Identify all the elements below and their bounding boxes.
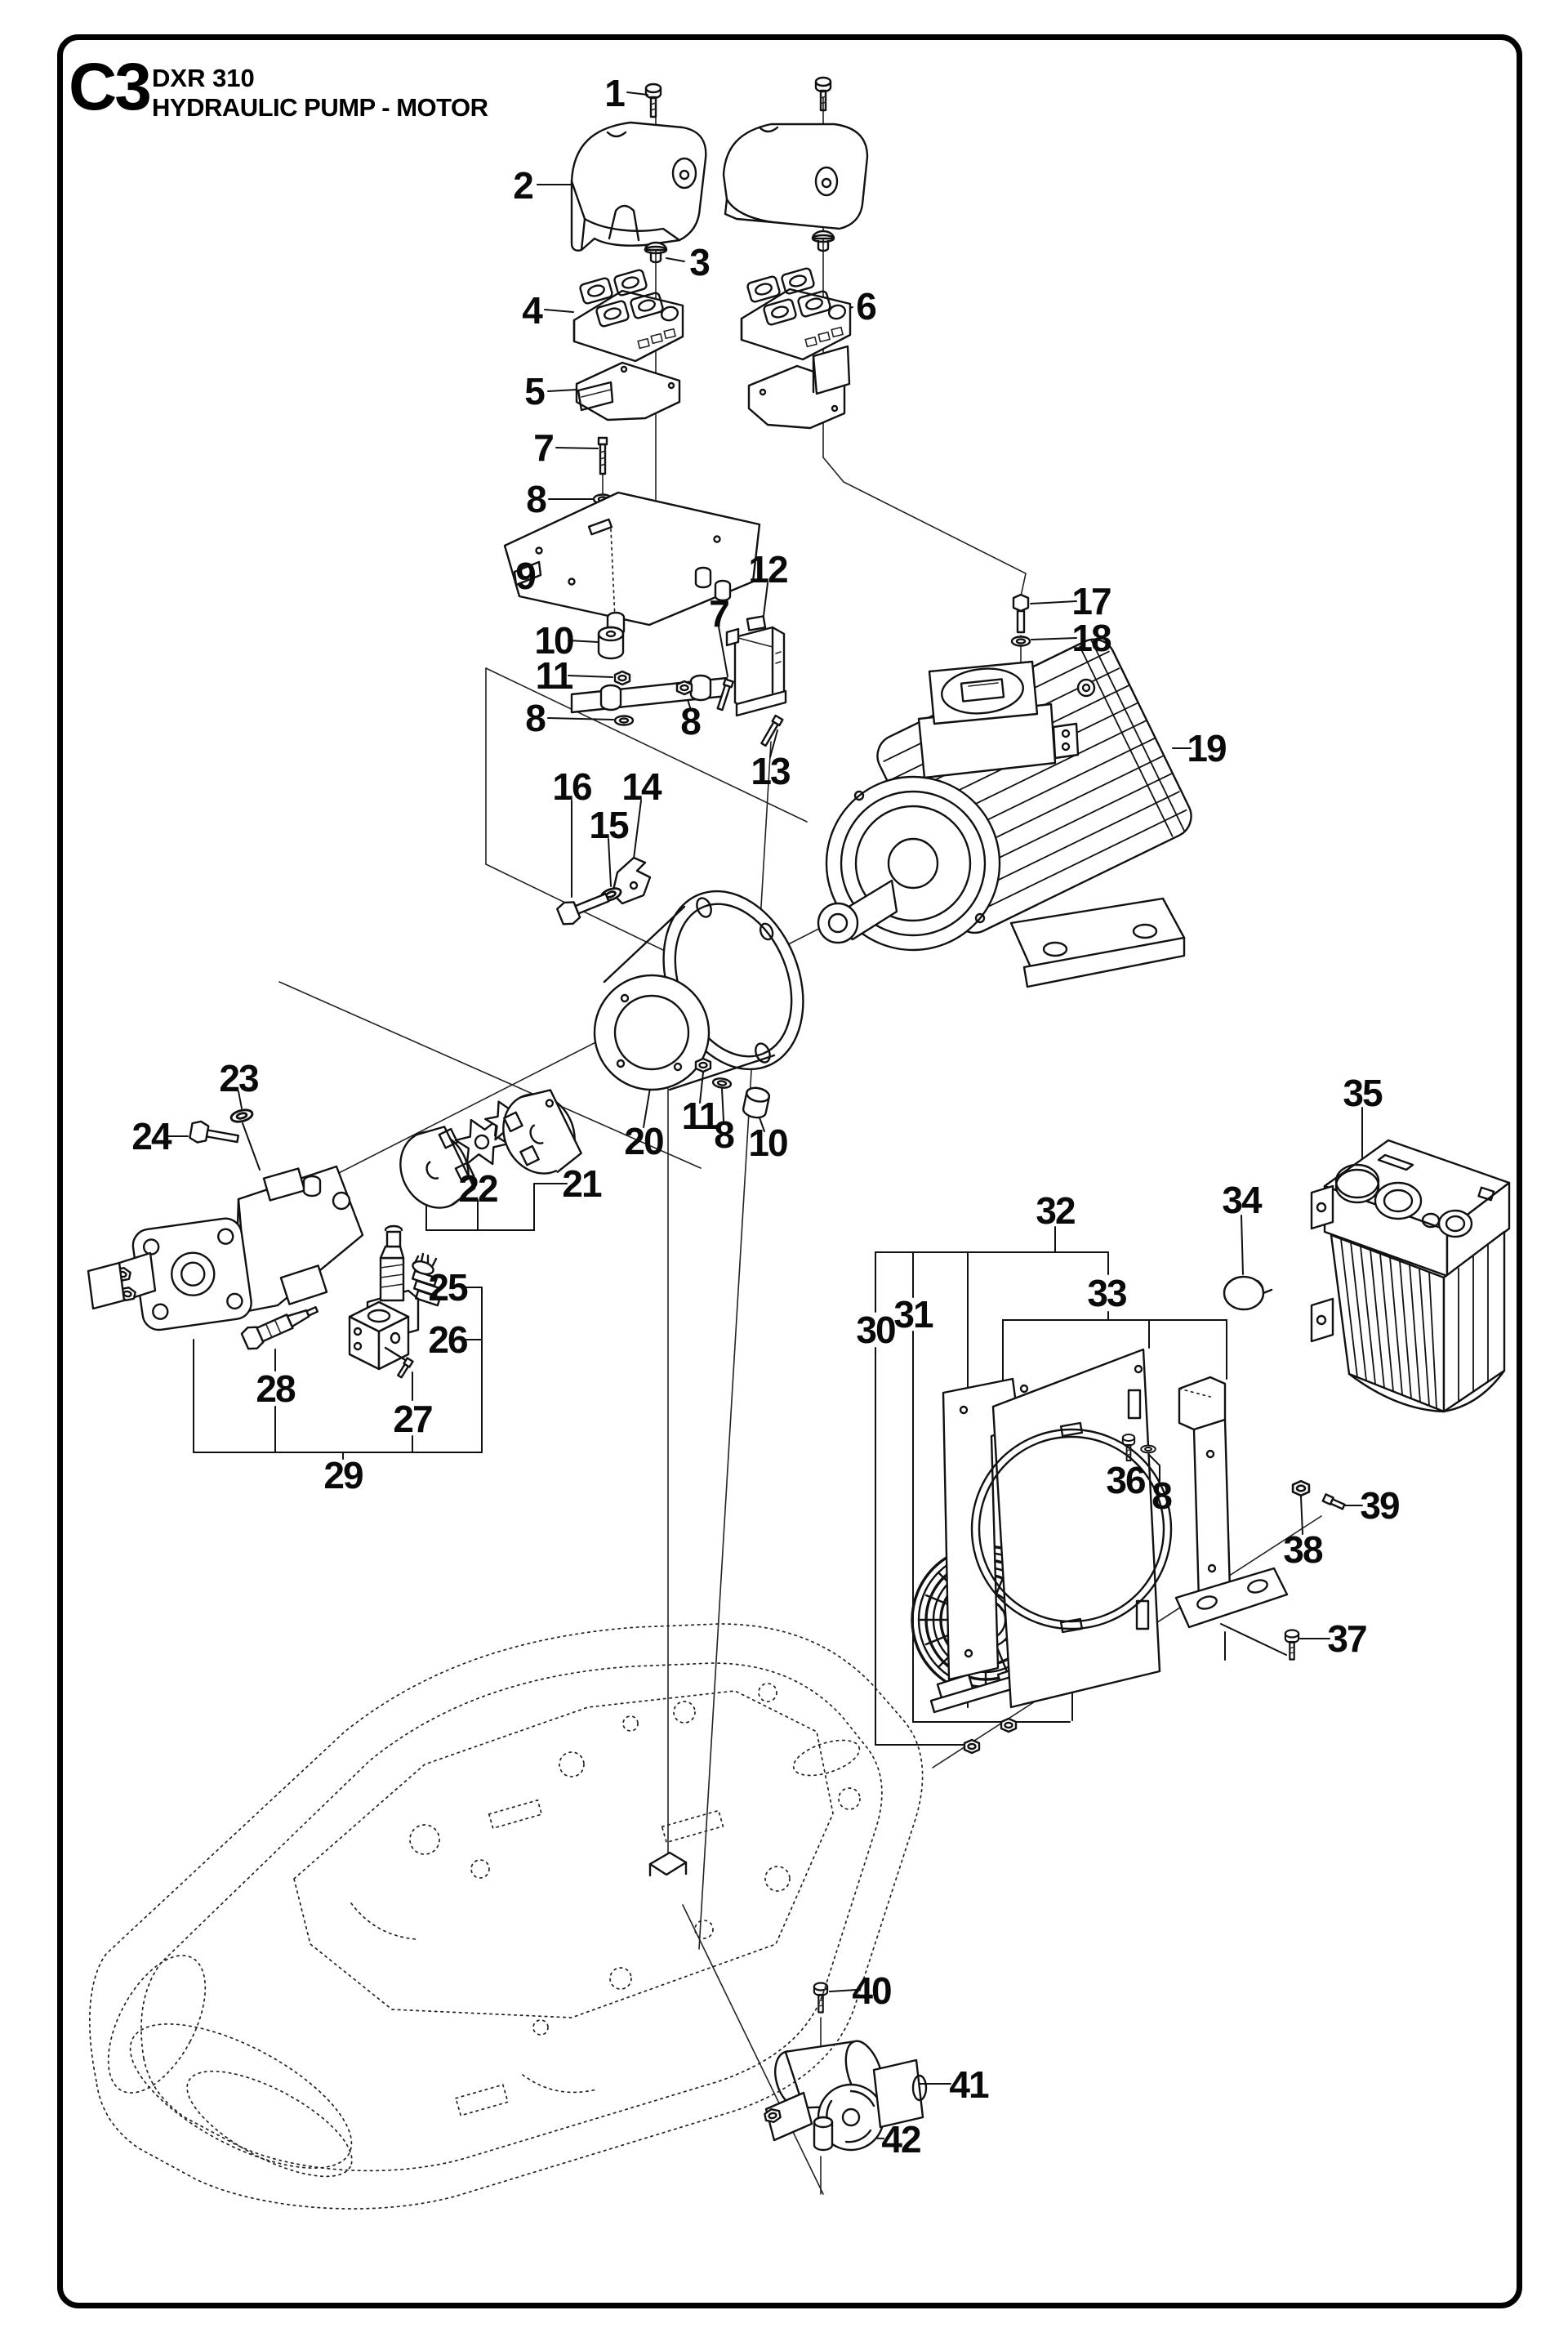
chassis-phantom bbox=[88, 1623, 924, 2210]
callout-23: 23 bbox=[219, 1057, 259, 1099]
cap-34 bbox=[1223, 1275, 1273, 1311]
callout-13: 13 bbox=[751, 750, 791, 792]
callout-26: 26 bbox=[428, 1318, 468, 1361]
washer-23 bbox=[229, 1106, 255, 1126]
isolator-rail bbox=[570, 674, 734, 714]
screw-37 bbox=[1284, 1629, 1300, 1661]
terminal-block-6 bbox=[740, 267, 852, 361]
callout-12: 12 bbox=[748, 548, 788, 591]
isolator-bushing-10 bbox=[597, 626, 635, 726]
gasket-5-left bbox=[575, 361, 681, 421]
hydraulic-pump-29 bbox=[87, 1165, 364, 1331]
callout-9: 9 bbox=[515, 555, 537, 597]
electric-motor-19 bbox=[817, 638, 1192, 988]
screw-39 bbox=[1321, 1493, 1346, 1510]
callout-41: 41 bbox=[949, 2063, 989, 2106]
callout-42: 42 bbox=[881, 2118, 921, 2161]
callout-22: 22 bbox=[458, 1167, 498, 1210]
manifold-26 bbox=[348, 1300, 410, 1371]
callout-6: 6 bbox=[856, 285, 877, 328]
mounting-plate-9 bbox=[503, 491, 761, 637]
callout-7: 7 bbox=[533, 426, 555, 469]
callout-15: 15 bbox=[589, 804, 629, 846]
callout-21: 21 bbox=[562, 1162, 602, 1205]
callout-37: 37 bbox=[1327, 1617, 1367, 1660]
callout-10: 10 bbox=[534, 619, 574, 662]
callout-7: 7 bbox=[709, 592, 730, 635]
terminal-block-4 bbox=[572, 269, 684, 363]
callout-35: 35 bbox=[1343, 1072, 1383, 1114]
callout-40: 40 bbox=[852, 1969, 892, 2012]
callout-11: 11 bbox=[535, 654, 574, 697]
callout-34: 34 bbox=[1222, 1179, 1262, 1221]
callout-8: 8 bbox=[680, 700, 702, 743]
pump-cover-left bbox=[570, 121, 707, 252]
oil-cooler-35 bbox=[1310, 1139, 1511, 1413]
callout-5: 5 bbox=[524, 370, 546, 413]
callout-33: 33 bbox=[1087, 1272, 1127, 1314]
callout-27: 27 bbox=[393, 1398, 433, 1440]
callout-8: 8 bbox=[1152, 1474, 1173, 1517]
callout-20: 20 bbox=[624, 1120, 664, 1162]
callout-11: 11 bbox=[681, 1095, 720, 1137]
pump-cover-right bbox=[722, 123, 869, 230]
bolt-24 bbox=[189, 1120, 240, 1144]
callout-1: 1 bbox=[604, 72, 626, 114]
callout-17: 17 bbox=[1071, 580, 1111, 622]
fan-shroud-33 bbox=[942, 1348, 1173, 1709]
callout-28: 28 bbox=[256, 1367, 296, 1410]
screw-13 bbox=[760, 714, 784, 747]
callout-18: 18 bbox=[1071, 617, 1111, 659]
callout-39: 39 bbox=[1360, 1484, 1400, 1527]
callout-2: 2 bbox=[513, 164, 534, 207]
page-border bbox=[57, 34, 1522, 2308]
callout-8: 8 bbox=[526, 478, 547, 520]
callout-4: 4 bbox=[522, 289, 543, 332]
callout-16: 16 bbox=[552, 765, 592, 808]
callout-14: 14 bbox=[621, 765, 662, 808]
screw-17 bbox=[1010, 593, 1031, 647]
callout-32: 32 bbox=[1036, 1189, 1076, 1232]
callout-3: 3 bbox=[689, 241, 710, 283]
coupling-21-22 bbox=[399, 1089, 582, 1209]
model-name: DXR 310 bbox=[152, 64, 255, 92]
callout-36: 36 bbox=[1106, 1459, 1146, 1501]
relief-valve-28 bbox=[240, 1306, 319, 1350]
callout-8: 8 bbox=[714, 1113, 735, 1156]
screw-7-upper bbox=[592, 436, 613, 505]
callout-38: 38 bbox=[1283, 1528, 1323, 1571]
screw-1 bbox=[644, 76, 832, 118]
callout-8: 8 bbox=[525, 697, 546, 739]
water-pump-41 bbox=[763, 2040, 928, 2152]
support-bracket bbox=[1174, 1376, 1289, 1629]
page-title: HYDRAULIC PUMP - MOTOR bbox=[152, 93, 488, 122]
callout-31: 31 bbox=[893, 1293, 933, 1336]
gasket-right bbox=[747, 345, 851, 430]
bell-housing-20 bbox=[593, 890, 804, 1091]
isolator-set-lower bbox=[694, 1057, 771, 1119]
spacer-42 bbox=[813, 2116, 834, 2152]
screw-27 bbox=[397, 1357, 414, 1379]
callout-29: 29 bbox=[323, 1454, 363, 1496]
callout-24: 24 bbox=[131, 1115, 172, 1157]
callout-30: 30 bbox=[856, 1309, 896, 1351]
nut-38 bbox=[1291, 1479, 1311, 1497]
bolt-16 bbox=[556, 892, 610, 925]
callout-19: 19 bbox=[1187, 727, 1227, 769]
solenoid-valve-12 bbox=[725, 615, 787, 717]
callout-10: 10 bbox=[748, 1122, 788, 1164]
section-code: C3 bbox=[69, 50, 152, 124]
callout-25: 25 bbox=[428, 1266, 468, 1309]
